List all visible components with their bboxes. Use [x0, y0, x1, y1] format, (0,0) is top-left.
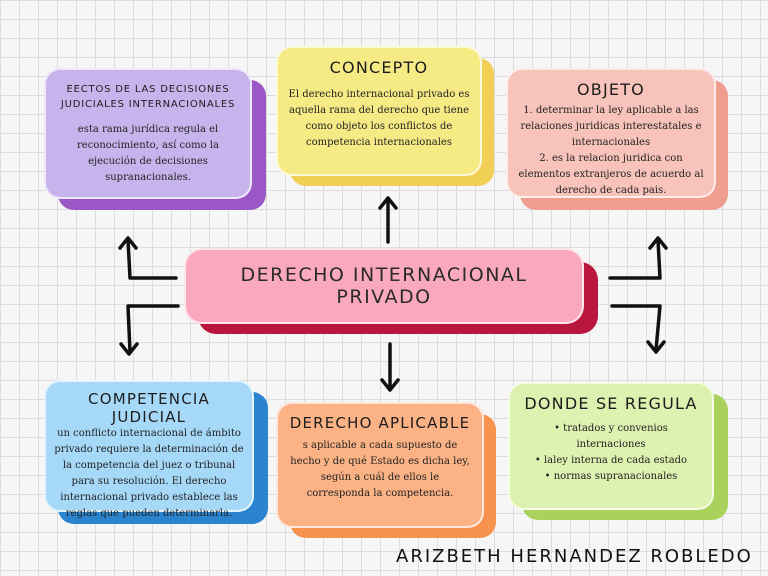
- aplicable-text: s aplicable a cada supuesto de hecho y d…: [290, 440, 470, 499]
- card-concepto: CONCEPTO El derecho internacional privad…: [276, 46, 496, 188]
- regula-item: • normas supranacionales: [544, 471, 678, 482]
- arrow-elbow-bottom-right-icon: [610, 304, 666, 354]
- regula-item: • laley interna de cada estado: [534, 455, 688, 466]
- card-efectos: EECTOS DE LAS DECISIONES JUDICIALES INTE…: [44, 68, 268, 212]
- objeto-list: 1. determinar la ley aplicable a las rel…: [516, 103, 706, 199]
- card-center: DERECHO INTERNACIONAL PRIVADO: [184, 248, 598, 336]
- author-name: ARIZBETH HERNANDEZ ROBLEDO: [396, 546, 753, 567]
- arrow-down-aplicable-icon: [380, 342, 400, 392]
- regula-title: DONDE SE REGULA: [524, 394, 698, 413]
- concepto-text: El derecho internacional privado es aque…: [288, 89, 470, 148]
- card-aplicable: DERECHO APLICABLE s aplicable a cada sup…: [276, 402, 498, 540]
- arrow-elbow-top-right-icon: [608, 236, 668, 280]
- card-regula: DONDE SE REGULA • tratados y convenios i…: [508, 382, 730, 522]
- card-competencia: COMPETENCIA JUDICIAL un conflicto intern…: [44, 380, 270, 526]
- objeto-item: 1. determinar la ley aplicable a las rel…: [520, 105, 702, 148]
- arrow-elbow-bottom-left-icon: [119, 304, 180, 356]
- objeto-item: 2. es la relacion juridica con elementos…: [518, 153, 704, 196]
- aplicable-title: DERECHO APLICABLE: [289, 414, 471, 432]
- competencia-text: un conflicto internacional de ámbito pri…: [54, 428, 244, 519]
- regula-list: • tratados y convenios internaciones • l…: [518, 421, 704, 485]
- arrow-elbow-top-left-icon: [118, 236, 178, 280]
- regula-item: • tratados y convenios internaciones: [554, 423, 668, 450]
- concepto-title: CONCEPTO: [329, 58, 429, 77]
- competencia-title: COMPETENCIA JUDICIAL: [88, 390, 210, 426]
- arrow-up-concepto-icon: [378, 196, 398, 244]
- efectos-text: esta rama jurídica regula el reconocimie…: [77, 124, 219, 183]
- card-objeto: OBJETO 1. determinar la ley aplicable a …: [506, 68, 730, 212]
- center-title: DERECHO INTERNACIONAL PRIVADO: [240, 264, 528, 308]
- objeto-title: OBJETO: [577, 80, 645, 99]
- efectos-title: EECTOS DE LAS DECISIONES JUDICIALES INTE…: [60, 84, 236, 110]
